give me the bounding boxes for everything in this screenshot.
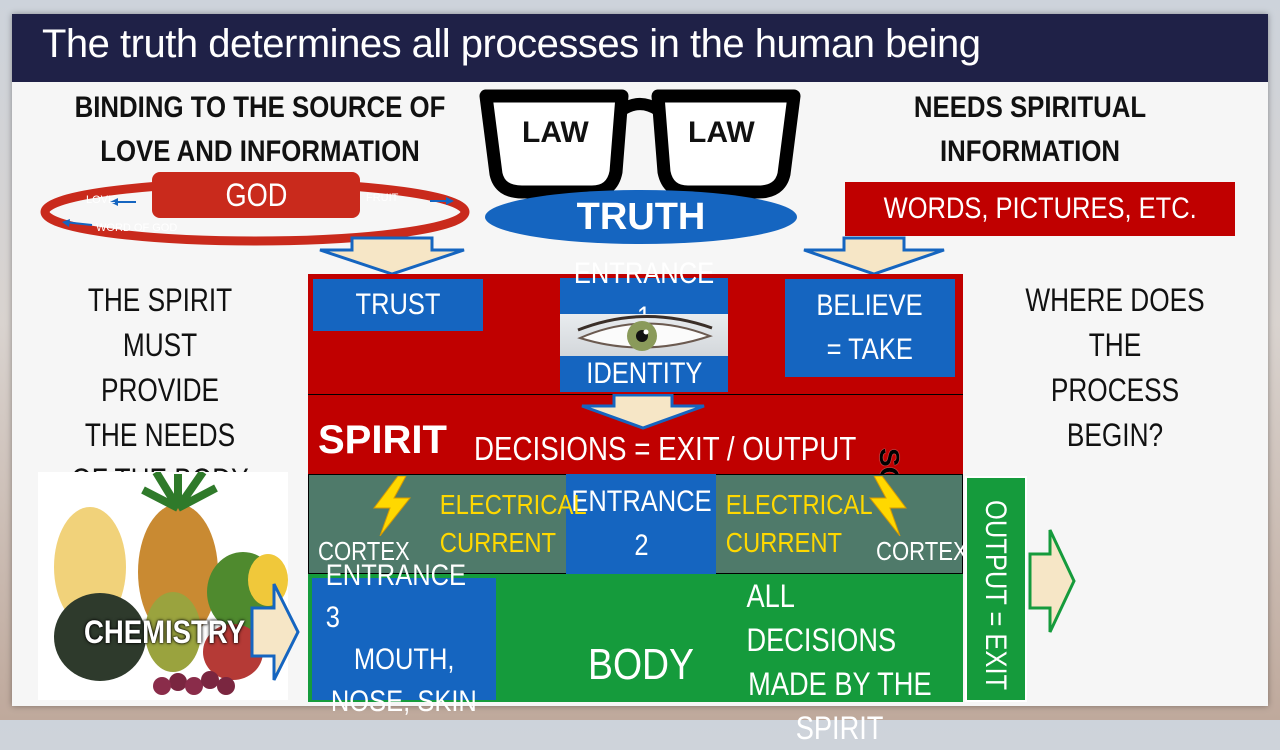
left-heading-line2: LOVE AND INFORMATION <box>100 135 420 168</box>
arrow-down-right-icon <box>803 236 945 276</box>
entrance3-line2: MOUTH, <box>353 643 455 676</box>
right-heading: NEEDS SPIRITUAL INFORMATION <box>850 86 1210 174</box>
entrance2-label: ENTRANCE 2 <box>570 485 712 562</box>
lightning-left-icon <box>373 476 412 536</box>
fruit-icon <box>54 472 288 695</box>
god-label: GOD <box>225 176 287 213</box>
arrow-right-chemistry-icon <box>250 583 300 681</box>
fruit-image: CHEMISTRY <box>38 472 288 700</box>
left-side-line2: PROVIDE <box>100 372 220 408</box>
words-pictures-label: WORDS, PICTURES, ETC. <box>883 192 1197 225</box>
law-left-label: LAW <box>522 116 589 149</box>
trust-box: TRUST <box>313 279 483 331</box>
eye-image <box>560 314 728 356</box>
entrance3-line1: ENTRANCE 3 <box>325 559 467 634</box>
entrance1-box: ENTRANCE 1 <box>560 257 728 334</box>
right-heading-line2: INFORMATION <box>939 135 1121 168</box>
right-heading-line1: NEEDS SPIRITUAL <box>913 91 1147 124</box>
body-label: BODY <box>588 640 694 689</box>
left-side-line1: THE SPIRIT MUST <box>87 282 233 363</box>
entrance3-line3: NOSE, SKIN <box>331 685 477 718</box>
decisions-label: DECISIONS = EXIT / OUTPUT <box>474 430 857 467</box>
arrow-down-left-icon <box>319 236 465 276</box>
cortex-right-label: CORTEX <box>876 536 968 566</box>
electrical-right-line2: CURRENT <box>725 527 843 558</box>
god-ring-diagram: GOD LOVE FRUIT WORD OF GOD <box>40 172 470 246</box>
trust-label: TRUST <box>355 288 441 321</box>
left-heading-line1: BINDING TO THE SOURCE OF <box>74 91 446 124</box>
chemistry-label: CHEMISTRY <box>84 614 246 650</box>
left-heading: BINDING TO THE SOURCE OF LOVE AND INFORM… <box>30 86 490 174</box>
electrical-current-left: ELECTRICAL CURRENT <box>430 486 587 562</box>
all-decisions-text: ALL DECISIONS MADE BY THE SPIRIT <box>730 574 950 750</box>
love-label: LOVE <box>86 194 116 206</box>
electrical-current-right: ELECTRICAL CURRENT <box>716 486 873 562</box>
entrance1-label: ENTRANCE 1 <box>573 257 715 334</box>
arrow-right-output-icon <box>1028 529 1076 633</box>
slide-title: The truth determines all processes in th… <box>42 22 981 66</box>
all-decisions-line1: ALL DECISIONS <box>746 578 897 658</box>
words-pictures-box: WORDS, PICTURES, ETC. <box>845 182 1235 236</box>
glasses-icon: LAW LAW <box>478 88 802 202</box>
entrance2-box: ENTRANCE 2 <box>566 474 716 574</box>
cortex-left-label: CORTEX <box>318 536 410 566</box>
identity-box: IDENTITY <box>560 356 728 392</box>
electrical-right-line1: ELECTRICAL <box>725 489 873 520</box>
title-bar: The truth determines all processes in th… <box>12 14 1268 82</box>
right-side-line2: PROCESS BEGIN? <box>1050 372 1180 453</box>
believe-line1: BELIEVE <box>816 289 924 322</box>
identity-label: IDENTITY <box>585 357 703 390</box>
spirit-label: SPIRIT <box>318 418 447 462</box>
word-of-god-label: WORD OF GOD <box>96 222 178 234</box>
law-right-label: LAW <box>688 116 755 149</box>
all-decisions-line2: MADE BY THE <box>748 666 932 702</box>
right-side-text: WHERE DOES THE PROCESS BEGIN? <box>975 278 1255 458</box>
all-decisions-line3: SPIRIT <box>796 710 884 746</box>
left-side-text: THE SPIRIT MUST PROVIDE THE NEEDS OF THE… <box>30 278 290 503</box>
god-box: GOD <box>152 172 360 218</box>
electrical-left-line2: CURRENT <box>439 527 557 558</box>
eye-icon <box>577 315 713 351</box>
truth-label: TRUTH <box>576 195 706 238</box>
output-exit-label: OUTPUT = EXIT <box>979 500 1012 691</box>
truth-ellipse: TRUTH <box>485 190 797 244</box>
electrical-left-line1: ELECTRICAL <box>439 489 587 520</box>
believe-box: BELIEVE = TAKE <box>785 279 955 377</box>
left-side-line3: THE NEEDS <box>84 417 236 453</box>
lightning-right-icon <box>868 476 907 536</box>
fruit-label: FRUIT <box>366 192 399 204</box>
entrance3-box: ENTRANCE 3 MOUTH, NOSE, SKIN <box>312 559 496 718</box>
believe-line2: = TAKE <box>826 333 914 366</box>
arrow-down-center-icon <box>581 394 705 430</box>
right-side-line1: WHERE DOES THE <box>1025 282 1205 363</box>
output-exit-box <box>965 476 1027 702</box>
